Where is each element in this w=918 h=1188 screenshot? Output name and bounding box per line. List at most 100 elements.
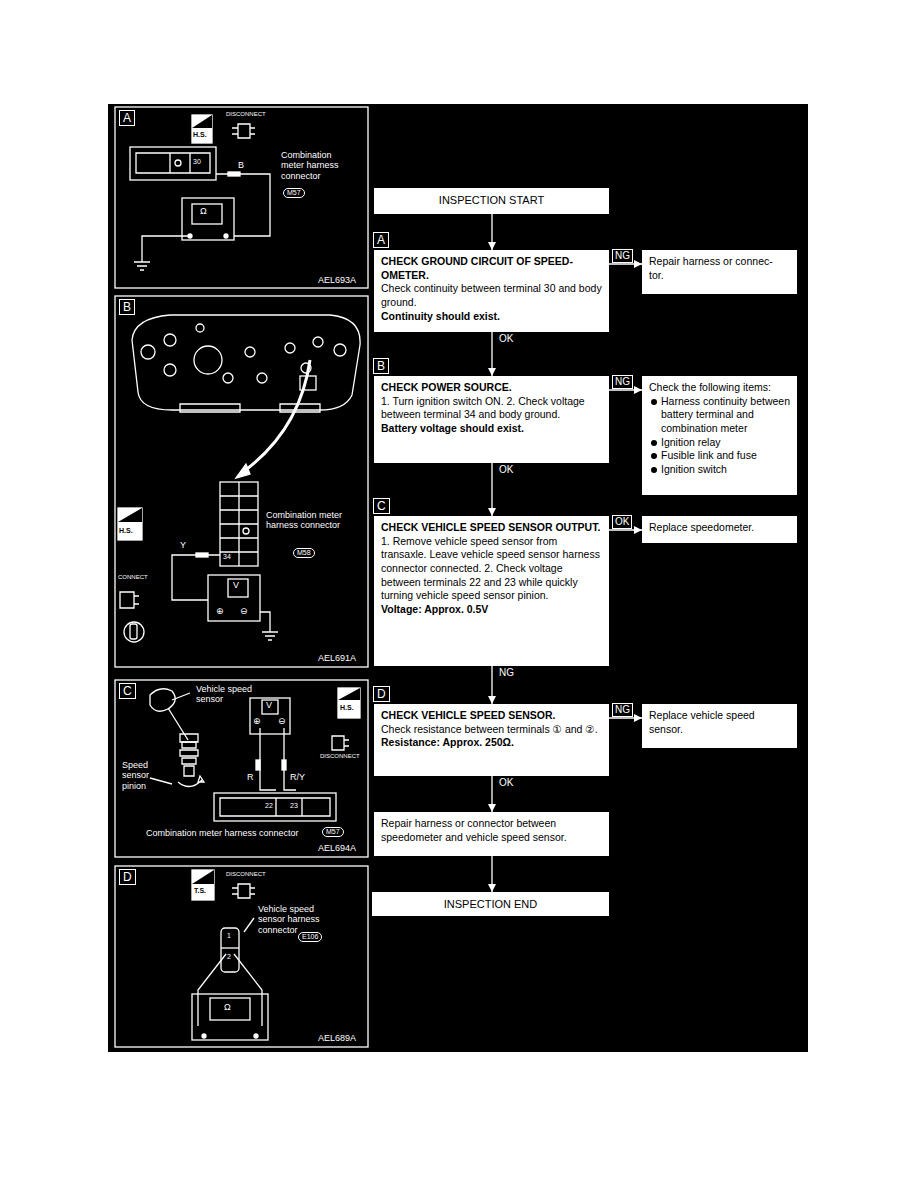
terminal-box: INSPECTION START (374, 188, 609, 214)
box-text: Harness continuity between battery termi… (649, 395, 790, 436)
circle-shape (224, 234, 228, 238)
figure-label: ⊕ (253, 716, 261, 726)
action-box: Replace speedometer. (642, 516, 797, 543)
flow-arrow (491, 856, 492, 892)
figure-label: Vehicle speed sensor (196, 684, 256, 705)
figure-label: DISCONNECT (320, 753, 360, 760)
figure-label: Y (180, 540, 186, 550)
action-box: Replace vehicle speed sensor. (642, 704, 797, 748)
process-box: BCHECK POWER SOURCE.1. Turn ignition swi… (374, 376, 609, 463)
rect-shape (221, 928, 239, 972)
figure-label: Combination meter harness connector (266, 510, 351, 531)
edge-label: NG (612, 375, 633, 389)
figure-label: R/Y (290, 772, 305, 782)
box-text: Repair harness or connector between spee… (381, 817, 602, 844)
edge-label: NG (612, 703, 633, 717)
box-text: Repair harness or connec- tor. (649, 255, 790, 282)
figure-label: 30 (193, 158, 201, 166)
figure-label: M58 (293, 548, 315, 558)
box-text: Fusible link and fuse (649, 449, 790, 463)
figure-label: H.S. (193, 131, 207, 139)
path-shape (243, 360, 310, 472)
panel-letter: B (119, 299, 135, 315)
panel-letter: C (119, 683, 136, 699)
step-letter: D (373, 686, 390, 702)
path-shape (178, 776, 204, 787)
figure-label: T.S. (194, 887, 206, 895)
action-box: Repair harness or connector between spee… (374, 812, 609, 856)
path-shape (132, 315, 360, 410)
path-shape (120, 592, 139, 608)
figure-label: Ω (224, 1002, 231, 1012)
circle-shape (243, 528, 249, 534)
circle-shape (257, 373, 267, 383)
figure-label: ⊖ (278, 716, 286, 726)
rect-shape (192, 870, 214, 900)
rect-shape (338, 688, 360, 718)
figure-label: DISCONNECT (226, 111, 266, 118)
rect-shape (182, 198, 234, 240)
circle-shape (334, 344, 346, 356)
box-text: Check the following items: (649, 381, 790, 395)
black-ground (108, 104, 808, 1052)
edge-label: NG (497, 667, 516, 679)
rect-shape (210, 998, 250, 1020)
rect-shape (115, 866, 368, 1047)
edge-label: NG (612, 249, 633, 263)
panel-letter: D (119, 869, 136, 885)
rect-shape (115, 107, 368, 288)
rect-shape (228, 172, 240, 176)
box-text: Replace speedometer. (649, 521, 790, 535)
action-box: Check the following items:Harness contin… (642, 376, 797, 495)
figure-label: H.S. (119, 527, 133, 535)
figure-label: Ω (200, 206, 207, 216)
rect-shape (115, 680, 368, 857)
step-letter: A (373, 232, 389, 248)
path-shape (332, 736, 349, 750)
figure-label: B (238, 160, 244, 170)
path-shape (198, 954, 262, 1026)
path-shape (216, 174, 270, 236)
panel-d-figure (192, 870, 268, 1040)
edge-label: OK (612, 515, 632, 529)
path-shape (192, 870, 214, 884)
rect-shape (192, 204, 222, 224)
circle-shape (223, 373, 233, 383)
circle-shape (245, 347, 255, 357)
step-letter: C (373, 498, 390, 514)
path-shape (150, 778, 172, 784)
path-shape (220, 798, 330, 816)
circle-shape (254, 1034, 258, 1038)
box-text: Check continuity between terminal 30 and… (381, 282, 602, 309)
rect-shape (220, 482, 258, 566)
circle-shape (164, 334, 176, 346)
circle-shape (194, 346, 222, 374)
circle-shape (141, 345, 155, 359)
figure-label: ⊖ (240, 606, 248, 616)
rect-shape (214, 793, 336, 821)
panel-frames (115, 107, 368, 1047)
box-text: INSPECTION START (381, 193, 602, 207)
box-text: Replace vehicle speed sensor. (649, 709, 790, 736)
rect-shape (192, 115, 212, 143)
figure-label: E106 (298, 932, 322, 942)
box-text: Resistance: Approx. 250Ω. (381, 736, 602, 750)
flow-arrow (491, 332, 492, 376)
rect-shape (262, 700, 278, 714)
path-shape (136, 153, 210, 173)
circle-shape (202, 1034, 206, 1038)
rect-shape (115, 296, 368, 667)
figure-label: 34 (223, 553, 231, 561)
process-box: DCHECK VEHICLE SPEED SENSOR.Check resist… (374, 704, 609, 776)
box-text: CHECK GROUND CIRCUIT OF SPEED- OMETER. (381, 255, 602, 282)
figure-label: AEL694A (318, 843, 356, 853)
rect-shape (256, 760, 260, 770)
figure-label: 1 (227, 932, 231, 940)
flow-arrow (491, 666, 492, 704)
path-shape (221, 947, 239, 948)
figure-label: M57 (322, 827, 344, 837)
path-shape (150, 689, 175, 712)
figure-label: 2 (227, 953, 231, 961)
circle-shape (175, 160, 181, 166)
